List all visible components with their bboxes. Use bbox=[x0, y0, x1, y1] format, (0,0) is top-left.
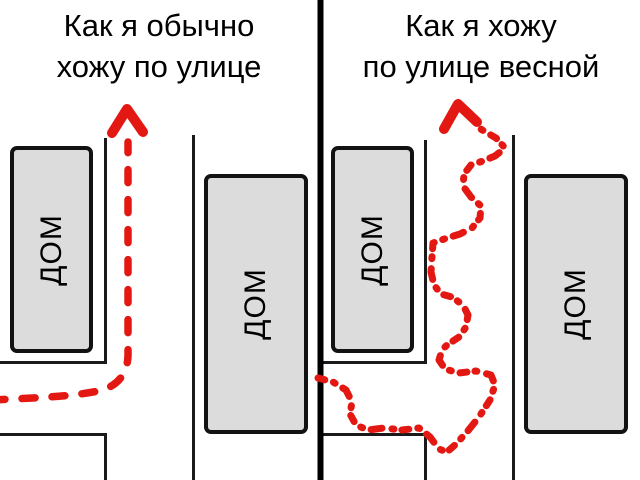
title-line-1: Как я хожу bbox=[405, 8, 557, 43]
title-line-2: по улице весной bbox=[362, 49, 600, 84]
title-line-2: хожу по улице bbox=[56, 49, 262, 84]
house-block: ДОМ bbox=[204, 174, 308, 434]
right-panel-title: Как я хожу по улице весной bbox=[322, 5, 640, 87]
house-label: ДОМ bbox=[355, 213, 389, 286]
up-arrow-icon bbox=[439, 99, 482, 134]
house-block: ДОМ bbox=[10, 146, 93, 353]
house-label: ДОМ bbox=[559, 268, 592, 340]
house-block: ДОМ bbox=[524, 174, 628, 434]
house-block: ДОМ bbox=[331, 146, 414, 353]
up-arrow-icon bbox=[107, 104, 148, 138]
house-label: ДОМ bbox=[34, 213, 68, 286]
title-line-1: Как я обычно bbox=[63, 8, 255, 43]
left-panel-title: Как я обычно хожу по улице bbox=[0, 5, 318, 87]
house-label: ДОМ bbox=[239, 268, 272, 340]
usual-walk-path bbox=[0, 138, 132, 404]
spring-walk-path bbox=[314, 121, 509, 456]
